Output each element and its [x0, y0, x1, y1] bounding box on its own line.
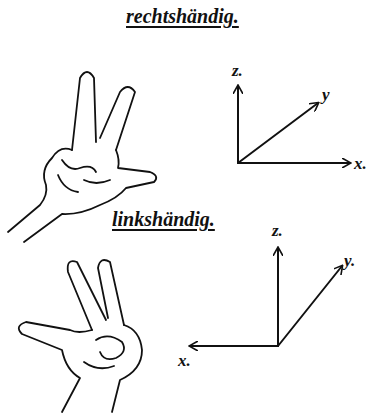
y-axis	[238, 103, 318, 163]
x-axis	[190, 345, 278, 347]
axis-label: x.	[178, 352, 191, 369]
z-axis	[277, 248, 279, 346]
z-axis	[237, 86, 239, 163]
axis-label: z.	[232, 62, 243, 79]
left-hand	[19, 260, 142, 412]
axis-label: y	[322, 86, 330, 103]
axis-label: y.	[344, 252, 355, 269]
axis-label: x.	[354, 155, 367, 172]
y-axis	[278, 266, 342, 346]
axis-label: z.	[272, 222, 283, 239]
x-axis	[238, 162, 350, 164]
heading: rechtshändig.	[126, 6, 239, 26]
heading: linkshändig.	[112, 209, 215, 229]
